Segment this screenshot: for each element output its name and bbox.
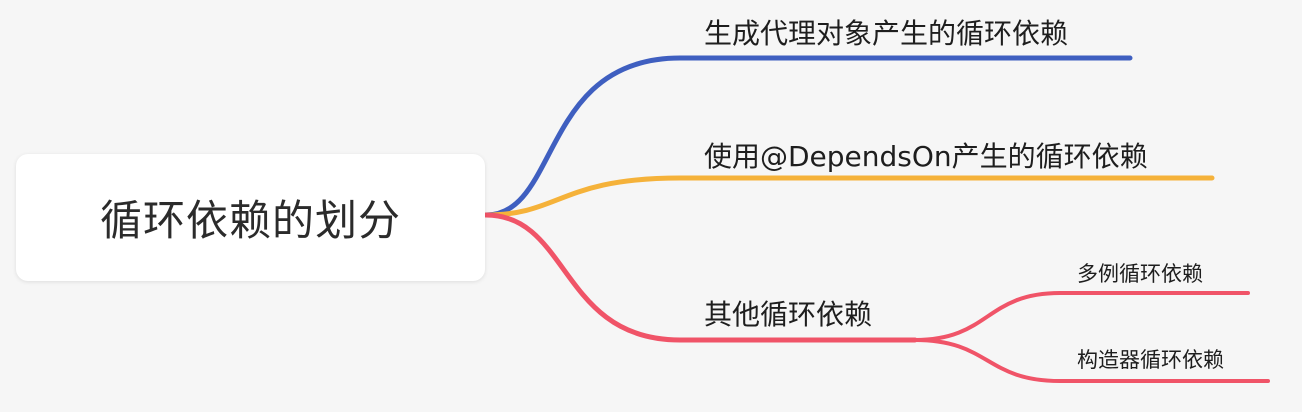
branch-line-topic-1 [483,55,1133,218]
branch-line-subtopic-2 [913,338,1270,383]
subtopic-constructor-circular-dependency[interactable]: 构造器循环依赖 [1077,348,1224,372]
topic-dependson-circular-dependency[interactable]: 使用@DependsOn产生的循环依赖 [704,140,1148,173]
branch-line-topic-2 [483,175,1215,218]
branch-line-topic-3 [483,212,918,343]
branch-line-subtopic-1 [913,291,1250,342]
topic-proxy-circular-dependency[interactable]: 生成代理对象产生的循环依赖 [704,17,1069,50]
root-label: 循环依赖的划分 [99,196,401,245]
topic-other-circular-dependency[interactable]: 其他循环依赖 [704,298,873,331]
root-node[interactable]: 循环依赖的划分 [16,154,485,281]
subtopic-prototype-circular-dependency[interactable]: 多例循环依赖 [1077,262,1203,286]
